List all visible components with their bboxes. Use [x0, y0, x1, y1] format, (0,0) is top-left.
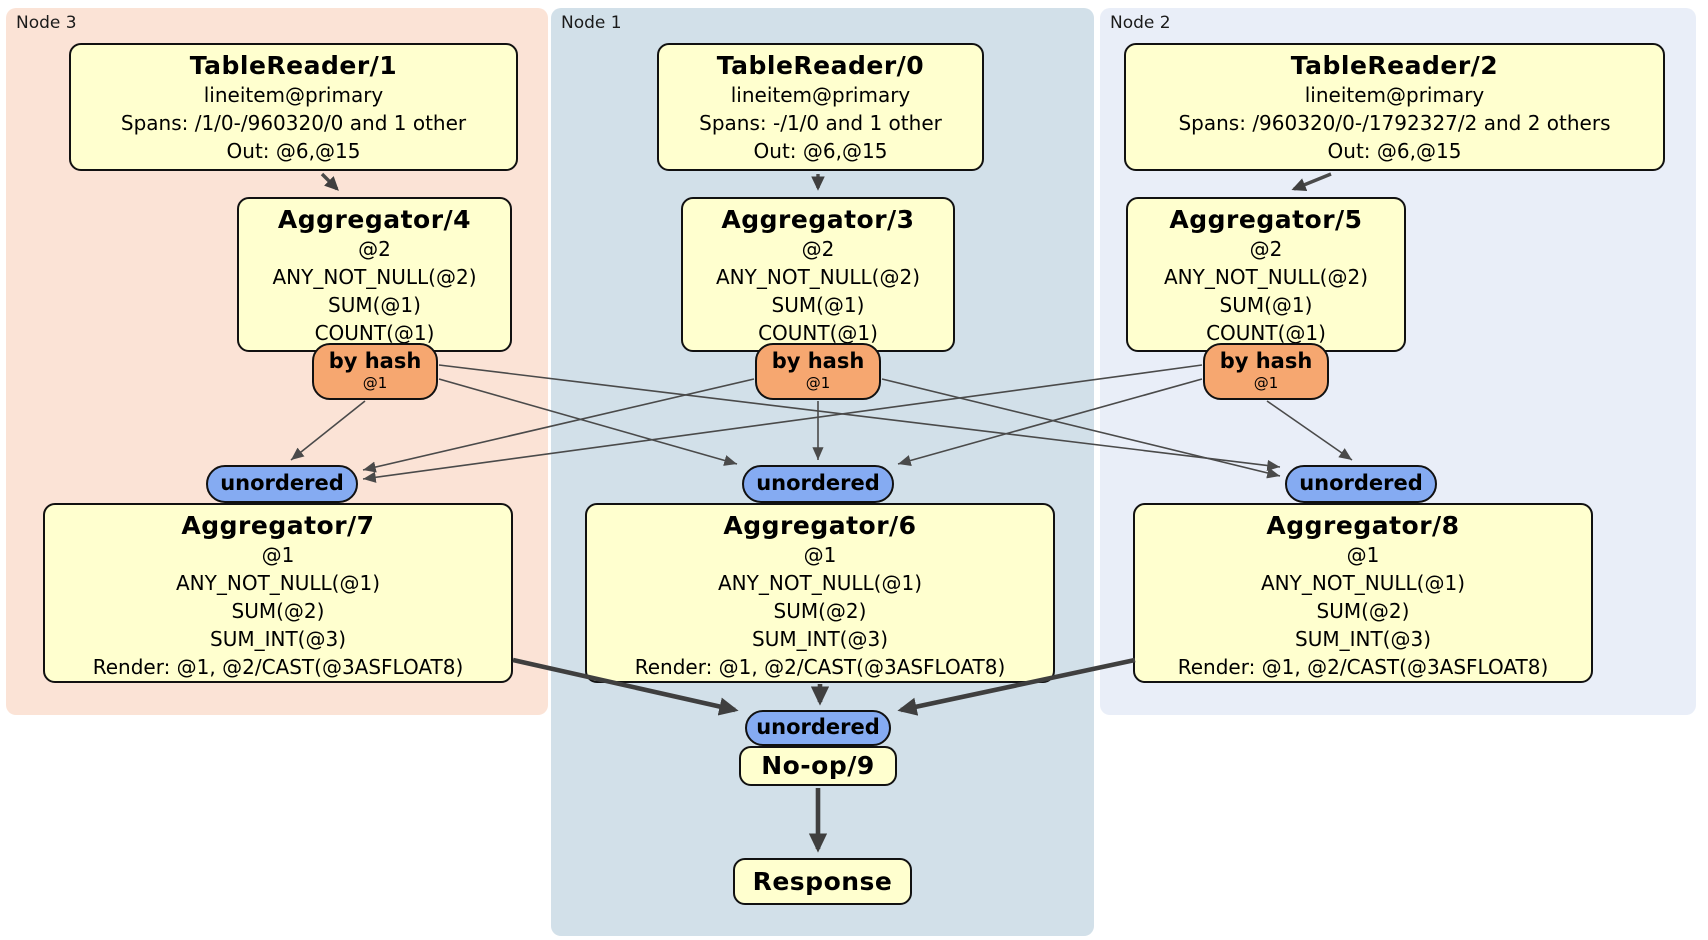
- sync-label: unordered: [1299, 471, 1423, 495]
- processor-detail: ANY_NOT_NULL(@2): [1164, 265, 1368, 289]
- processor-aggregator-5: Aggregator/5 @2 ANY_NOT_NULL(@2) SUM(@1)…: [1126, 197, 1406, 352]
- processor-detail: @2: [358, 237, 391, 261]
- processor-title: Response: [752, 867, 893, 896]
- processor-detail: Spans: /1/0-/960320/0 and 1 other: [120, 111, 467, 135]
- sync-label: unordered: [220, 471, 344, 495]
- processor-tablereader-1: TableReader/1 lineitem@primary Spans: /1…: [69, 43, 518, 171]
- processor-aggregator-7: Aggregator/7 @1 ANY_NOT_NULL(@1) SUM(@2)…: [43, 503, 513, 683]
- router-label: by hash: [771, 349, 865, 373]
- sync-label: unordered: [756, 715, 880, 739]
- processor-title: TableReader/2: [1290, 51, 1499, 80]
- processor-detail: COUNT(@1): [1206, 321, 1326, 345]
- processor-detail: ANY_NOT_NULL(@2): [272, 265, 477, 289]
- processor-tablereader-0: TableReader/0 lineitem@primary Spans: -/…: [657, 43, 984, 171]
- processor-title: Aggregator/7: [181, 511, 375, 540]
- processor-detail: Render: @1, @2/CAST(@3ASFLOAT8): [634, 655, 1006, 679]
- processor-detail: SUM(@1): [328, 293, 421, 317]
- sync-unordered-final: unordered: [745, 710, 891, 746]
- router-by-hash-5: by hash @1: [1203, 343, 1329, 400]
- processor-detail: @2: [801, 237, 835, 261]
- processor-detail: SUM_INT(@3): [210, 627, 346, 651]
- processor-detail: COUNT(@1): [758, 321, 878, 345]
- processor-detail: SUM_INT(@3): [1295, 627, 1431, 651]
- processor-detail: lineitem@primary: [730, 83, 911, 107]
- processor-detail: @1: [261, 543, 295, 567]
- processor-detail: SUM(@1): [771, 293, 865, 317]
- router-label: by hash: [1219, 349, 1313, 373]
- processor-detail: ANY_NOT_NULL(@1): [718, 571, 922, 595]
- processor-detail: Render: @1, @2/CAST(@3ASFLOAT8): [92, 655, 464, 679]
- router-key: @1: [805, 374, 831, 392]
- processor-detail: SUM(@2): [773, 599, 867, 623]
- processor-detail: Out: @6,@15: [226, 139, 361, 163]
- router-key: @1: [1253, 374, 1279, 392]
- processor-detail: COUNT(@1): [314, 321, 435, 345]
- processor-aggregator-4: Aggregator/4 @2 ANY_NOT_NULL(@2) SUM(@1)…: [237, 197, 512, 352]
- processor-title: TableReader/0: [716, 51, 925, 80]
- sync-unordered-8: unordered: [1285, 465, 1437, 503]
- processor-aggregator-6: Aggregator/6 @1 ANY_NOT_NULL(@1) SUM(@2)…: [585, 503, 1055, 683]
- processor-detail: lineitem@primary: [203, 83, 384, 107]
- sync-unordered-6: unordered: [742, 465, 894, 503]
- processor-title: Aggregator/8: [1266, 511, 1460, 540]
- router-label: by hash: [328, 349, 422, 373]
- processor-detail: ANY_NOT_NULL(@2): [716, 265, 920, 289]
- node-region-label: Node 2: [1110, 13, 1171, 33]
- processor-title: Aggregator/6: [723, 511, 917, 540]
- processor-detail: @1: [1346, 543, 1380, 567]
- router-by-hash-3: by hash @1: [755, 343, 881, 400]
- processor-title: Aggregator/4: [277, 205, 472, 234]
- processor-detail: Out: @6,@15: [753, 139, 888, 163]
- processor-title: Aggregator/5: [1169, 205, 1363, 234]
- processor-detail: @2: [1249, 237, 1283, 261]
- processor-aggregator-3: Aggregator/3 @2 ANY_NOT_NULL(@2) SUM(@1)…: [681, 197, 955, 352]
- router-by-hash-4: by hash @1: [312, 343, 438, 400]
- sync-label: unordered: [756, 471, 880, 495]
- processor-response: Response: [733, 858, 912, 905]
- processor-detail: SUM(@2): [1316, 599, 1410, 623]
- processor-title: Aggregator/3: [721, 205, 915, 234]
- processor-detail: Render: @1, @2/CAST(@3ASFLOAT8): [1177, 655, 1549, 679]
- processor-detail: ANY_NOT_NULL(@1): [176, 571, 380, 595]
- processor-detail: Spans: -/1/0 and 1 other: [699, 111, 942, 135]
- processor-detail: SUM_INT(@3): [752, 627, 888, 651]
- processor-tablereader-2: TableReader/2 lineitem@primary Spans: /9…: [1124, 43, 1665, 171]
- node-region-label: Node 3: [16, 13, 77, 33]
- processor-title: TableReader/1: [189, 51, 398, 80]
- router-key: @1: [362, 374, 388, 392]
- sync-unordered-7: unordered: [206, 465, 358, 503]
- processor-title: No-op/9: [761, 751, 875, 780]
- processor-aggregator-8: Aggregator/8 @1 ANY_NOT_NULL(@1) SUM(@2)…: [1133, 503, 1593, 683]
- node-region-label: Node 1: [561, 13, 622, 33]
- processor-detail: Out: @6,@15: [1327, 139, 1462, 163]
- processor-detail: @1: [803, 543, 837, 567]
- processor-detail: SUM(@2): [231, 599, 325, 623]
- processor-detail: ANY_NOT_NULL(@1): [1261, 571, 1465, 595]
- processor-noop-9: No-op/9: [739, 746, 897, 786]
- processor-detail: Spans: /960320/0-/1792327/2 and 2 others: [1178, 111, 1611, 135]
- processor-detail: lineitem@primary: [1304, 83, 1485, 107]
- processor-detail: SUM(@1): [1219, 293, 1313, 317]
